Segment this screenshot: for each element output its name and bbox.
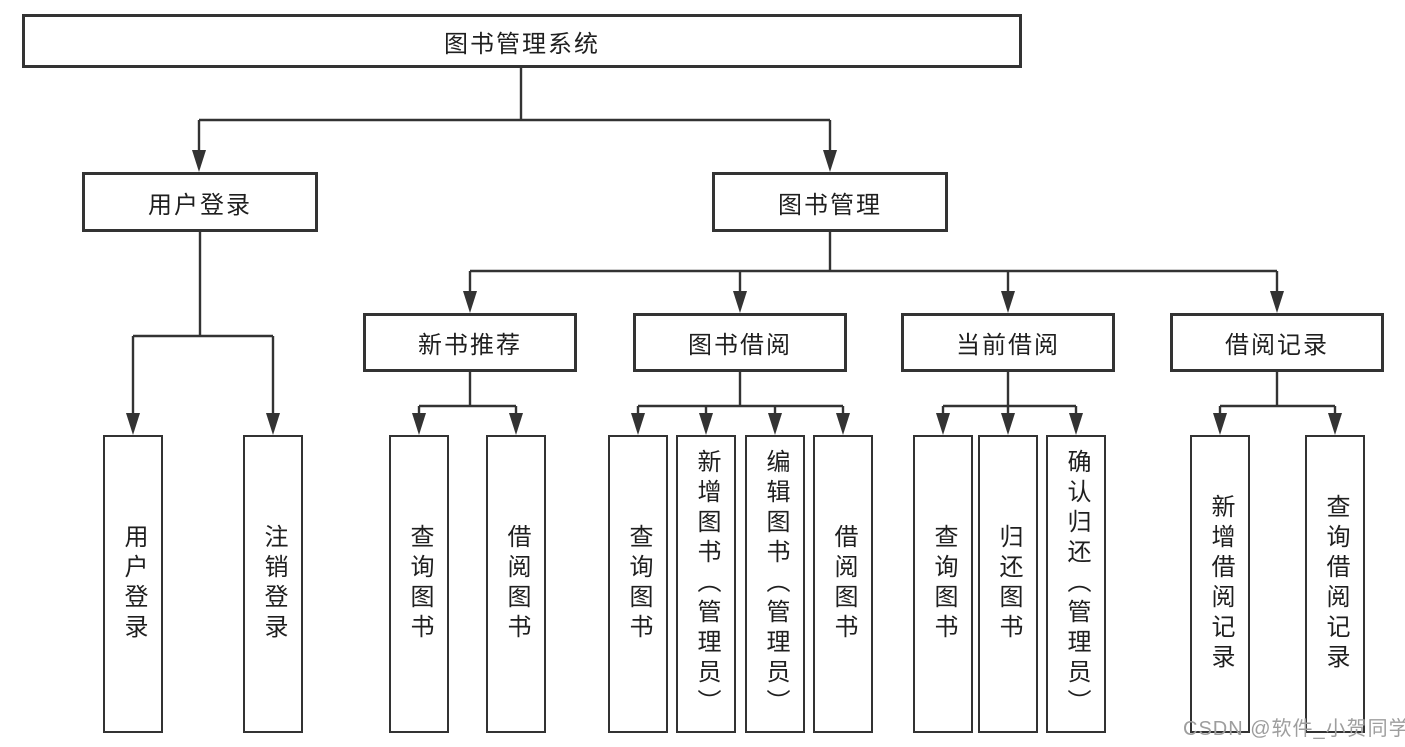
- node-user-login-branch: 用户登录: [82, 172, 318, 232]
- node-label: 借阅图书: [503, 524, 530, 644]
- node-user-login-action: 用户登录: [103, 435, 163, 733]
- node-label: 用户登录: [148, 191, 252, 219]
- node-label: 借阅记录: [1225, 332, 1329, 359]
- node-book-borrowing: 图书借阅: [633, 313, 847, 372]
- node-label: 编辑图书（管理员）: [762, 449, 789, 719]
- node-label: 借阅图书: [830, 524, 857, 644]
- node-label: 查询图书: [930, 524, 957, 644]
- node-bb-query-books: 查询图书: [608, 435, 668, 733]
- node-label: 归还图书: [995, 524, 1022, 644]
- node-book-management-branch: 图书管理: [712, 172, 948, 232]
- node-cb-query-books: 查询图书: [913, 435, 973, 733]
- node-label: 图书借阅: [688, 332, 792, 359]
- csdn-watermark: CSDN @软件_小贺同学: [1183, 718, 1405, 740]
- arrowheads: [126, 150, 1342, 435]
- node-cb-return-books: 归还图书: [978, 435, 1038, 733]
- node-label: 图书管理系统: [444, 30, 600, 58]
- node-label: 新增图书（管理员）: [693, 449, 720, 719]
- node-label: 用户登录: [120, 524, 147, 644]
- node-label: 当前借阅: [956, 332, 1060, 359]
- node-label: 确认归还（管理员）: [1063, 449, 1090, 719]
- node-label: 图书管理: [778, 191, 882, 219]
- node-bb-edit-books-admin: 编辑图书（管理员）: [745, 435, 805, 733]
- node-new-book-recommendation: 新书推荐: [363, 313, 577, 372]
- node-cb-confirm-return-admin: 确认归还（管理员）: [1046, 435, 1106, 733]
- node-label: 查询图书: [406, 524, 433, 644]
- node-logout-action: 注销登录: [243, 435, 303, 733]
- node-borrowing-records: 借阅记录: [1170, 313, 1384, 372]
- node-label: 查询图书: [625, 524, 652, 644]
- node-br-add-record: 新增借阅记录: [1190, 435, 1250, 733]
- node-label: 查询借阅记录: [1322, 494, 1349, 674]
- node-bb-add-books-admin: 新增图书（管理员）: [676, 435, 736, 733]
- node-br-query-record: 查询借阅记录: [1305, 435, 1365, 733]
- node-label: 新增借阅记录: [1207, 494, 1234, 674]
- node-nb-query-books: 查询图书: [389, 435, 449, 733]
- node-label: 注销登录: [260, 524, 287, 644]
- node-nb-borrow-books: 借阅图书: [486, 435, 546, 733]
- connector-stems: [131, 68, 1337, 420]
- node-library-management-system: 图书管理系统: [22, 14, 1022, 68]
- node-label: 新书推荐: [418, 332, 522, 359]
- node-current-borrowing: 当前借阅: [901, 313, 1115, 372]
- node-bb-borrow-books: 借阅图书: [813, 435, 873, 733]
